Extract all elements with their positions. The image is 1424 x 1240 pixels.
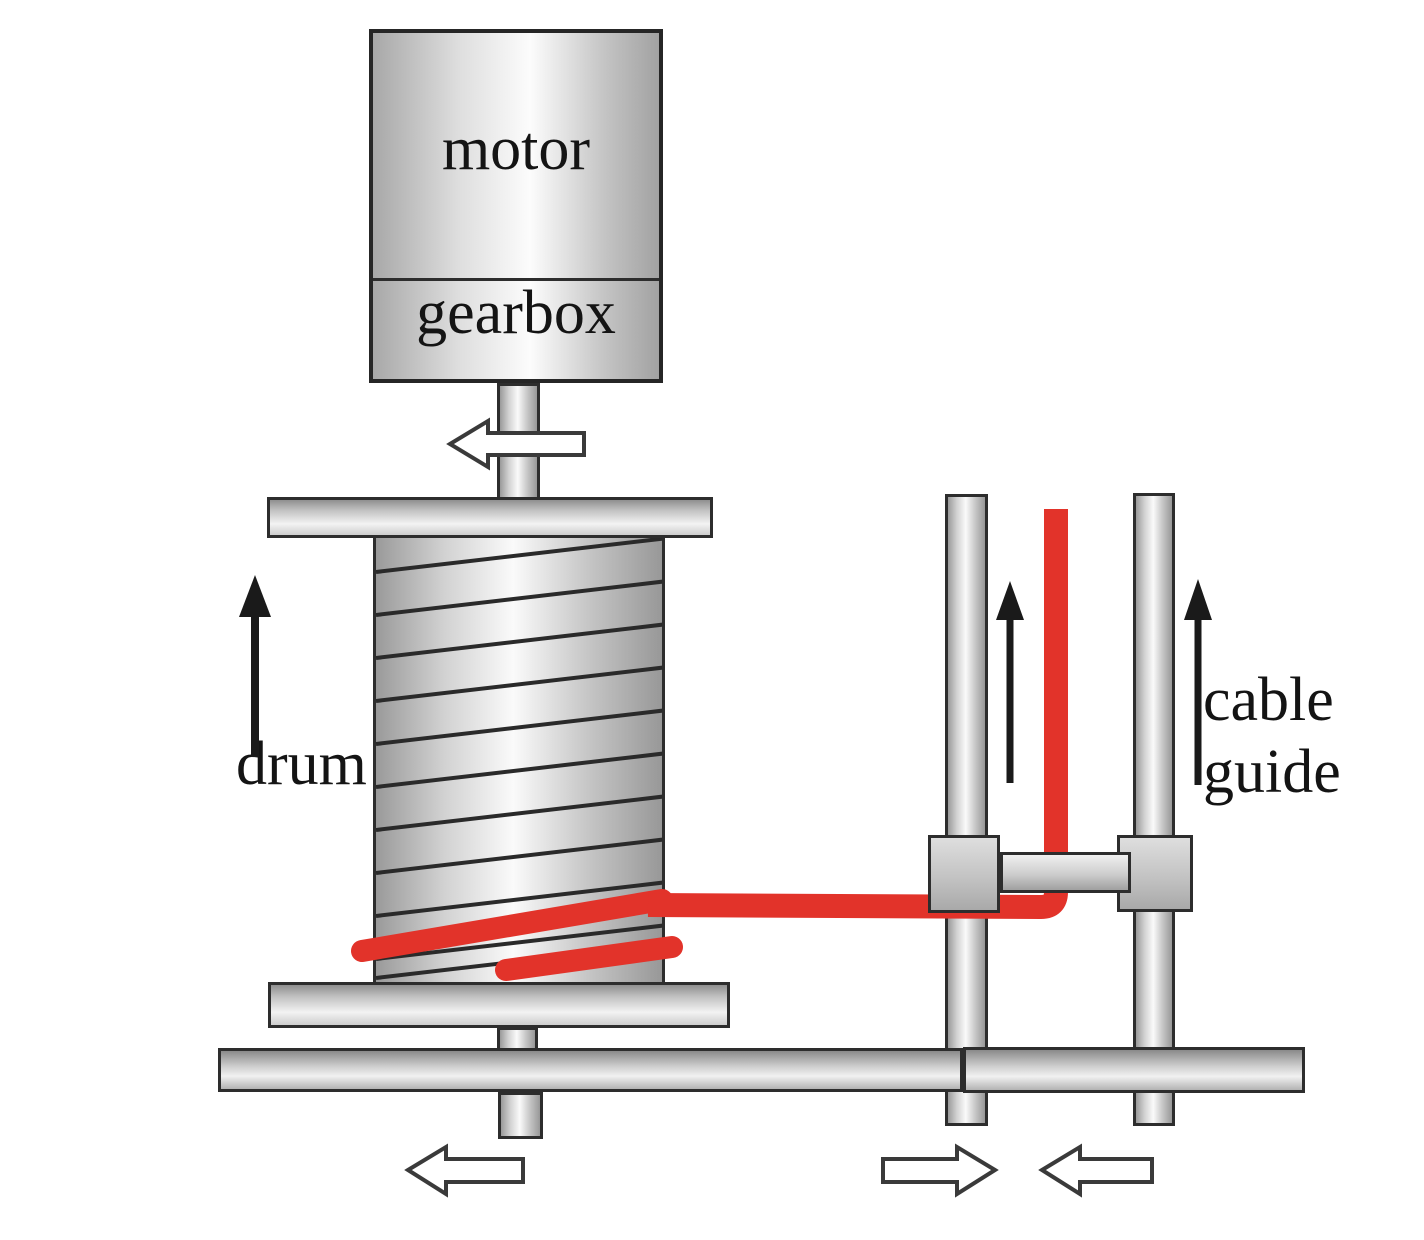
guide-up-arrow-left-icon	[996, 581, 1024, 783]
gearbox-label: gearbox	[416, 279, 616, 347]
slider-block-right	[1117, 835, 1193, 912]
base-plate-left	[218, 1048, 963, 1092]
slider-block-left	[928, 835, 1000, 913]
gearbox-shaft-arrow-icon	[446, 417, 586, 471]
cable-winding-upper	[351, 889, 673, 962]
cable-winding-lower	[495, 936, 683, 981]
guide-rod-left	[945, 494, 988, 1126]
base-arrow-under-drum-icon	[404, 1143, 525, 1198]
slider-crossbar	[1000, 852, 1131, 893]
guide-up-arrow-right-icon	[1184, 579, 1212, 785]
drum-axle-below-base	[498, 1092, 543, 1139]
drum-winding-hatch	[376, 538, 662, 980]
motor-gearbox-unit	[369, 29, 663, 383]
cable-guide-label-line2: guide	[1203, 738, 1341, 806]
base-arrow-under-left-rod-icon	[881, 1143, 999, 1198]
drum-top-flange	[267, 497, 713, 538]
motor-label: motor	[441, 115, 591, 183]
drum-bottom-flange	[268, 982, 730, 1028]
drum-body	[373, 538, 665, 982]
base-arrow-under-right-rod-icon	[1038, 1143, 1154, 1198]
base-plate-right	[963, 1047, 1305, 1093]
cable-guide-label-line1: cable	[1203, 666, 1334, 734]
guide-rod-right	[1133, 493, 1175, 1126]
motor-section	[373, 33, 659, 281]
drum-up-arrow-icon	[239, 575, 271, 757]
